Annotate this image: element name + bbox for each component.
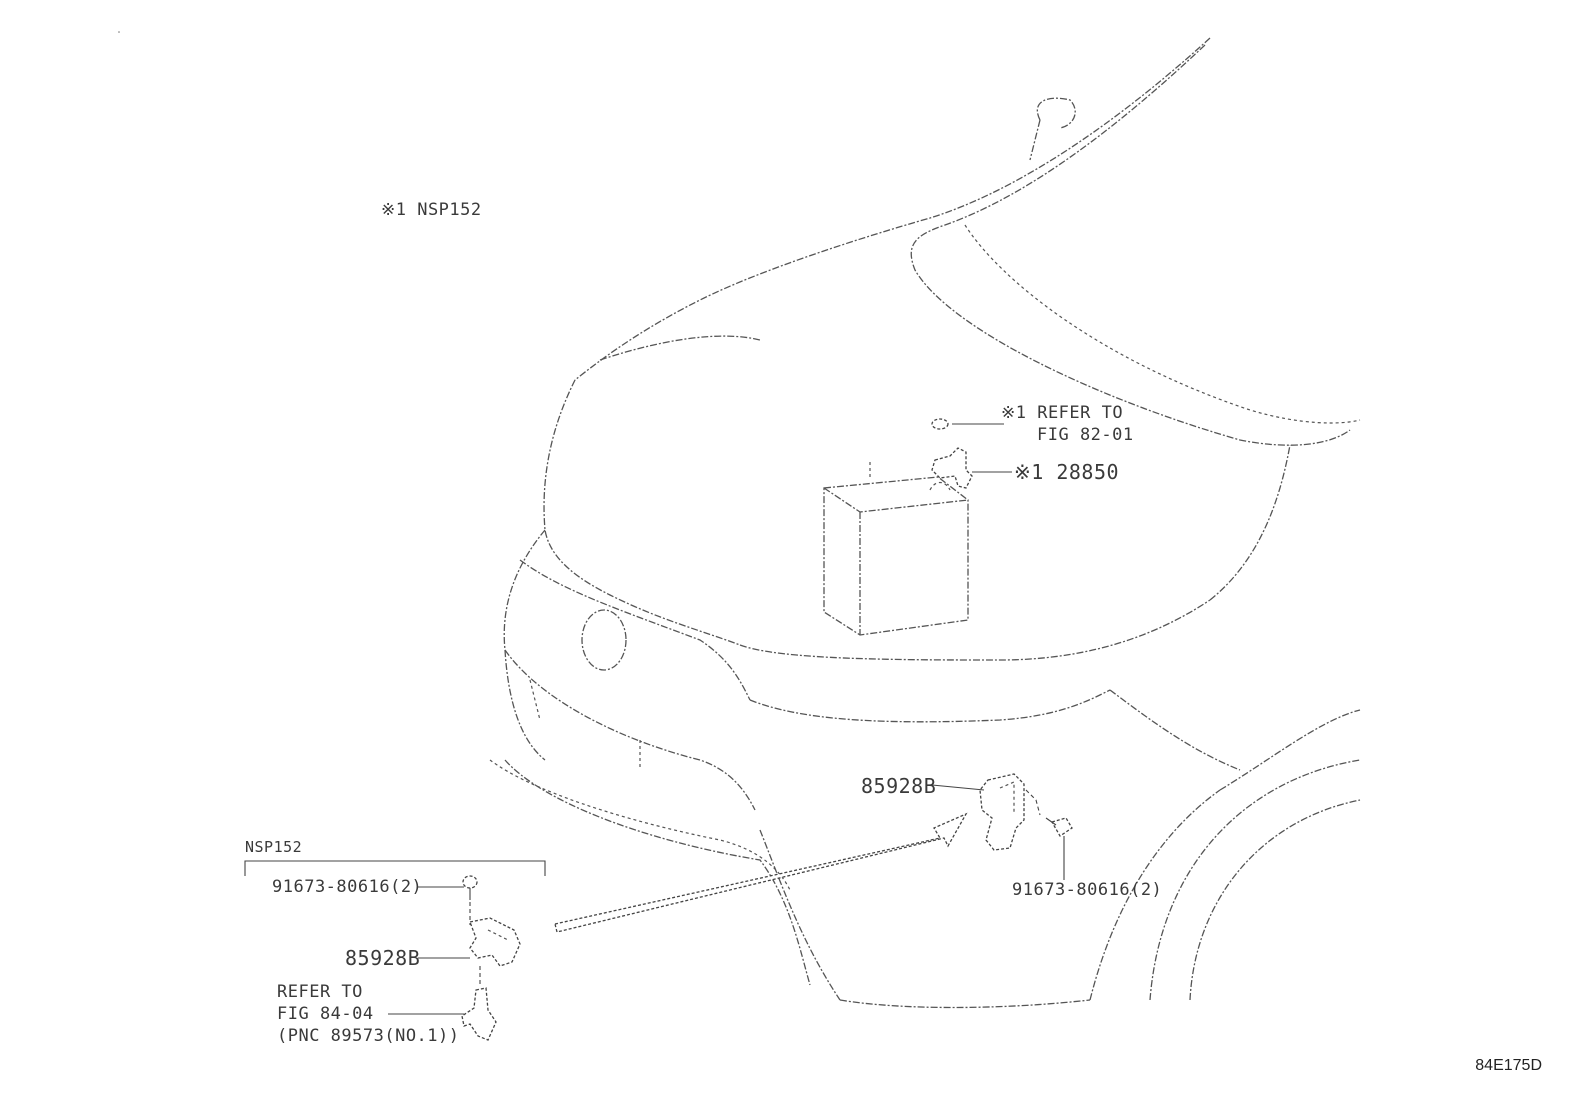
label-85928b-inset: 85928B — [345, 946, 421, 970]
battery-sensor-28850-icon — [931, 447, 973, 489]
car-front-outline — [489, 37, 1361, 1009]
label-bolt-inset: 91673-80616(2) — [272, 877, 423, 897]
battery-box — [823, 462, 969, 636]
refer-fig-82-line1: ※1 REFER TO — [1001, 403, 1124, 423]
group-title-nsp152: NSP152 — [245, 838, 303, 856]
nut-icon — [931, 418, 949, 430]
inset-bracket-icon — [461, 987, 497, 1041]
refer-fig-82-line2: FIG 82-01 — [1037, 425, 1134, 445]
label-85928b-main: 85928B — [861, 774, 937, 798]
refer-fig-84-line3: (PNC 89573(NO.1)) — [277, 1026, 460, 1046]
refer-fig-84-line1: REFER TO — [277, 982, 363, 1002]
bolt-icon — [1045, 817, 1073, 837]
note-nsp152: ※1 NSP152 — [381, 200, 482, 220]
inset-bolt-icon — [462, 875, 478, 900]
pointer-arrow — [554, 812, 968, 933]
nsp152-bracket — [244, 860, 546, 876]
sensor-85928b-icon — [979, 773, 1025, 851]
label-bolt-main: 91673-80616(2) — [1012, 880, 1163, 900]
inset-sensor-85928b-icon — [469, 917, 521, 967]
figure-code: 84E175D — [1475, 1057, 1542, 1074]
label-28850: ※1 28850 — [1014, 460, 1120, 484]
refer-fig-84-line2: FIG 84-04 — [277, 1004, 374, 1024]
